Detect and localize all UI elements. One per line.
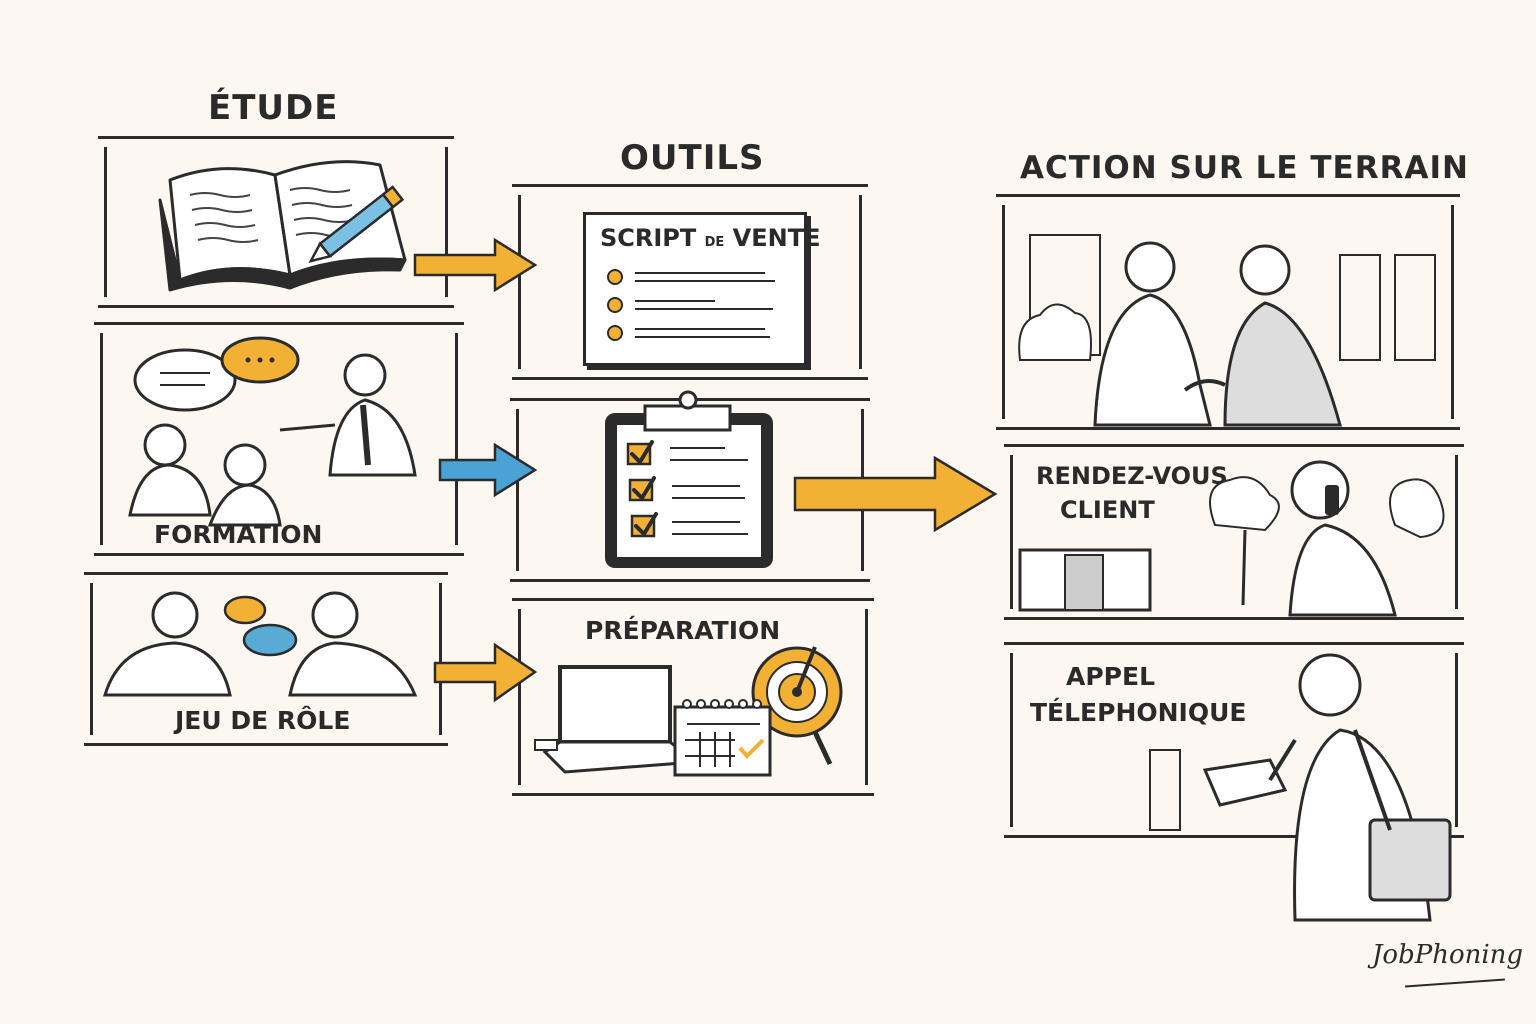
- panel-script-de-vente: [512, 184, 868, 380]
- arrow-etude-to-script-icon: [413, 237, 538, 293]
- man-writing-on-notepad-icon: [1149, 653, 1452, 922]
- bullet-list-icon: [607, 269, 775, 341]
- laptop-calendar-target-icon: [534, 646, 843, 777]
- panel-handshake: [996, 194, 1460, 430]
- checklist-clipboard-icon: [605, 390, 773, 568]
- script-document: [583, 212, 807, 366]
- panel-label-rendez-vous-line1: RENDEZ-VOUS: [1036, 462, 1228, 490]
- label-part-vente: VENTE: [732, 224, 821, 252]
- panel-label-script-de-vente: SCRIPT DE VENTE: [600, 224, 821, 252]
- column-title-action: ACTION SUR LE TERRAIN: [1020, 150, 1469, 186]
- column-title-outils: OUTILS: [620, 138, 765, 178]
- logo-underline: [1405, 978, 1505, 988]
- panel-appel-telephonique: [1004, 642, 1464, 838]
- arrow-checklist-to-terrain-icon: [793, 455, 998, 533]
- panel-preparation: [512, 598, 874, 796]
- man-on-phone-outdoors-icon: [1018, 460, 1445, 617]
- open-book-with-pencil-icon: [158, 160, 407, 292]
- panel-label-rendez-vous-line2: CLIENT: [1060, 496, 1155, 524]
- panel-jeu-de-role: [84, 572, 448, 746]
- column-title-etude: ÉTUDE: [208, 88, 339, 128]
- panel-label-appel-line1: APPEL: [1066, 662, 1156, 691]
- panel-label-formation: FORMATION: [154, 520, 323, 549]
- panel-etude-book: [98, 136, 454, 308]
- arrow-jeu-de-role-to-preparation-icon: [433, 642, 538, 703]
- handshake-meeting-icon: [1018, 234, 1436, 427]
- arrow-formation-to-checklist-icon: [438, 442, 538, 498]
- label-part-de: DE: [704, 235, 725, 250]
- panel-rendez-vous-client: [1004, 444, 1464, 620]
- panel-formation: [94, 322, 464, 556]
- two-people-role-play-icon: [102, 591, 418, 697]
- label-part-script: SCRIPT: [600, 224, 697, 252]
- panel-label-jeu-de-role: JEU DE RÔLE: [175, 706, 351, 735]
- panel-label-appel-line2: TÉLEPHONIQUE: [1030, 698, 1247, 727]
- panel-label-preparation: PRÉPARATION: [585, 616, 781, 645]
- jobphoning-logo: JobPhoning: [1372, 940, 1524, 970]
- trainer-presenting-to-group-icon: [128, 336, 417, 527]
